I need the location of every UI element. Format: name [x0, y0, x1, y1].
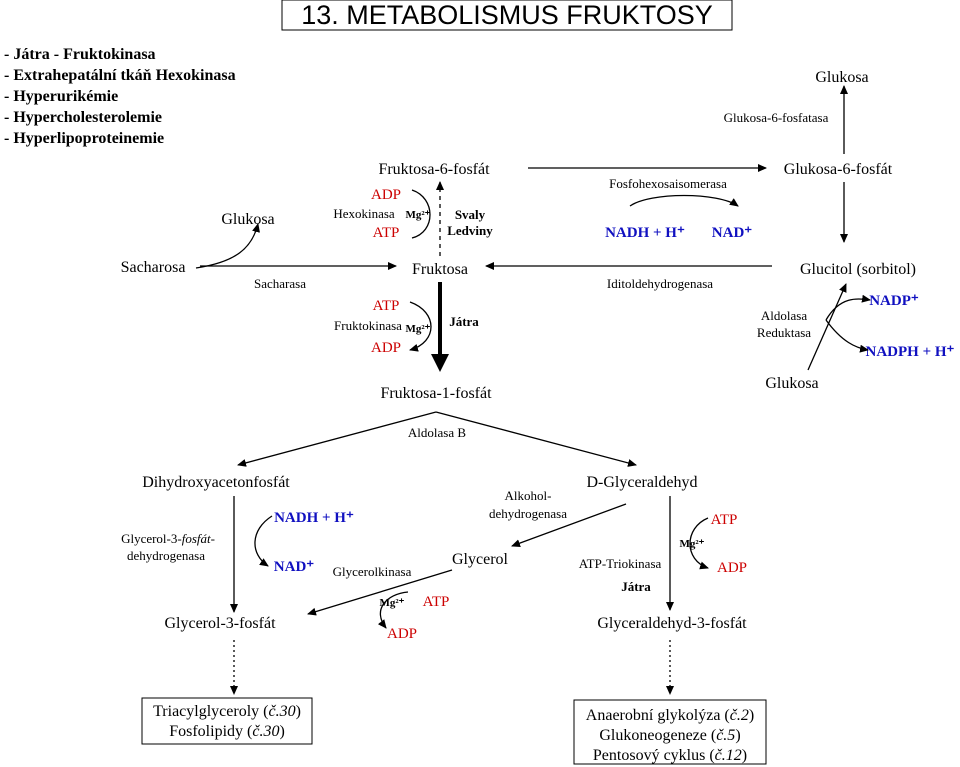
outcome-ref: č.30 — [268, 703, 295, 720]
node-glukosa-top: Glukosa — [815, 69, 868, 86]
cofactor-atp: ATP — [423, 594, 450, 610]
enzyme-fosfohexosaisomerasa: Fosfohexosaisomerasa — [609, 176, 727, 191]
outcome-text: Pentosový cyklus ( — [593, 747, 715, 764]
outcome-text: Anaerobní glykolýza ( — [586, 707, 730, 724]
outcome-glukoneogeneze: Glukoneogeneze (č.5) — [599, 727, 740, 744]
outcome-end: ) — [749, 707, 754, 724]
arrow-glycerol-to-g3p — [307, 569, 453, 616]
enzyme-hexokinasa: Hexokinasa — [333, 206, 395, 221]
tissue-jatra: Játra — [449, 314, 479, 329]
enzyme-glycerolkinasa: Glycerolkinasa — [333, 564, 412, 579]
arrow-f1p-to-dhap — [237, 411, 437, 467]
node-ga3p: Glyceraldehyd-3-fosfát — [597, 615, 747, 632]
cofactor-nadh: NADH + H⁺ — [605, 225, 685, 241]
node-glycerol: Glycerol — [452, 551, 509, 568]
node-d-glyceraldehyd: D-Glyceraldehyd — [586, 474, 697, 491]
outcome-end: ) — [742, 747, 747, 764]
cofactor-nadp: NADP⁺ — [869, 293, 919, 309]
outcome-triacylglyceroly: Triacylglyceroly (č.30) — [153, 703, 301, 720]
outcome-ref: č.2 — [730, 707, 749, 724]
cofactor-adp: ADP — [371, 340, 401, 356]
node-sacharosa: Sacharosa — [121, 259, 186, 276]
cofactor-atp: ATP — [373, 298, 400, 314]
arc-nadp-out — [825, 294, 871, 321]
enzyme-reduktasa: Reduktasa — [757, 325, 811, 340]
arrow-sacharosa-to-glukosa — [195, 223, 260, 269]
enzyme-alkohol-dh-1: Alkohol- — [505, 488, 552, 503]
node-glukosa-left: Glukosa — [221, 211, 274, 228]
cofactor-atp: ATP — [711, 512, 738, 528]
outcome-box-lipids — [141, 697, 313, 745]
cofactor-mg: Mg²⁺ — [680, 538, 705, 550]
enzyme-glycerol3p-dh-part2: fosfát- — [182, 531, 215, 546]
arc-nadph-in — [825, 319, 869, 353]
note-item: - Játra - Fruktokinasa — [4, 46, 156, 63]
tissue-svaly: Svaly — [455, 207, 486, 222]
outcome-end: ) — [735, 727, 740, 744]
note-item: - Hyperlipoproteinemie — [4, 130, 164, 147]
outcome-pentosovy-cyklus: Pentosový cyklus (č.12) — [593, 747, 747, 764]
enzyme-aldolasa-b: Aldolasa B — [408, 425, 466, 440]
arrow-fruktosa-to-f1p-head — [431, 354, 449, 372]
enzyme-iditoldehydrogenasa: Iditoldehydrogenasa — [607, 276, 713, 291]
enzyme-glycerol3p-dh: Glycerol-3-fosfát- — [121, 531, 215, 546]
cofactor-nadph: NADPH + H⁺ — [866, 344, 955, 360]
cofactor-nad: NAD⁺ — [712, 225, 752, 241]
node-f1p: Fruktosa-1-fosfát — [380, 385, 492, 402]
arrow-glyceraldehyd-to-glycerol — [511, 503, 627, 547]
arc-fruktokinasa — [409, 301, 432, 352]
outcome-fosfolipidy: Fosfolipidy (č.30) — [169, 723, 285, 740]
arc-nadh-nad — [629, 194, 739, 207]
tissue-jatra: Játra — [621, 579, 651, 594]
cofactor-adp: ADP — [717, 560, 747, 576]
note-item: - Extrahepatální tkáň Hexokinasa — [4, 67, 236, 84]
outcome-end: ) — [279, 723, 284, 740]
page-title: 13. METABOLISMUS FRUKTOSY — [301, 0, 713, 30]
outcome-glykolyza: Anaerobní glykolýza (č.2) — [586, 707, 754, 724]
cofactor-mg: Mg²⁺ — [380, 597, 405, 609]
node-dhap: Dihydroxyacetonfosfát — [142, 474, 290, 491]
note-item: - Hyperurikémie — [4, 88, 118, 105]
outcome-ref: č.12 — [715, 747, 742, 764]
node-fruktosa: Fruktosa — [412, 261, 468, 278]
enzyme-alkohol-dh-2: dehydrogenasa — [489, 506, 567, 521]
outcome-text: Glukoneogeneze ( — [599, 727, 716, 744]
enzyme-glycerol3p-dh-part1: Glycerol-3- — [121, 531, 182, 546]
cofactor-adp: ADP — [371, 187, 401, 203]
node-glycerol3p: Glycerol-3-fosfát — [164, 615, 276, 632]
cofactor-mg: Mg²⁺ — [406, 209, 431, 221]
cofactor-nad: NAD⁺ — [274, 559, 314, 575]
outcome-ref: č.30 — [252, 723, 279, 740]
enzyme-glycerol3p-dh-part3: dehydrogenasa — [127, 548, 205, 563]
arc-triokinasa — [689, 517, 709, 570]
arc-nadh-nad-left — [254, 515, 273, 567]
tissue-ledviny: Ledviny — [447, 223, 493, 238]
cofactor-nadh: NADH + H⁺ — [274, 510, 354, 526]
outcome-box-pathways — [573, 699, 767, 765]
outcome-ref: č.5 — [716, 727, 735, 744]
note-item: - Hypercholesterolemie — [4, 109, 162, 126]
outcome-end: ) — [296, 703, 301, 720]
enzyme-triokinasa: ATP-Triokinasa — [579, 556, 662, 571]
outcome-text: Fosfolipidy ( — [169, 723, 252, 740]
enzyme-fruktokinasa: Fruktokinasa — [334, 318, 402, 333]
cofactor-mg: Mg²⁺ — [406, 323, 431, 335]
arc-glycerolkinasa — [377, 591, 409, 629]
arrow-glukosa-to-sorbitol — [807, 283, 847, 371]
enzyme-sacharasa: Sacharasa — [254, 276, 306, 291]
arc-hexokinasa — [411, 189, 431, 239]
node-f6p: Fruktosa-6-fosfát — [378, 161, 490, 178]
arrow-f1p-to-glyceraldehyd — [435, 411, 637, 467]
cofactor-atp: ATP — [373, 225, 400, 241]
enzyme-g6pase: Glukosa-6-fosfatasa — [724, 110, 829, 125]
node-glucitol: Glucitol (sorbitol) — [800, 261, 916, 278]
outcome-text: Triacylglyceroly ( — [153, 703, 268, 720]
cofactor-adp: ADP — [387, 626, 417, 642]
node-glukosa-right: Glukosa — [765, 375, 818, 392]
node-g6p: Glukosa-6-fosfát — [784, 161, 893, 178]
enzyme-aldolasa: Aldolasa — [761, 308, 807, 323]
